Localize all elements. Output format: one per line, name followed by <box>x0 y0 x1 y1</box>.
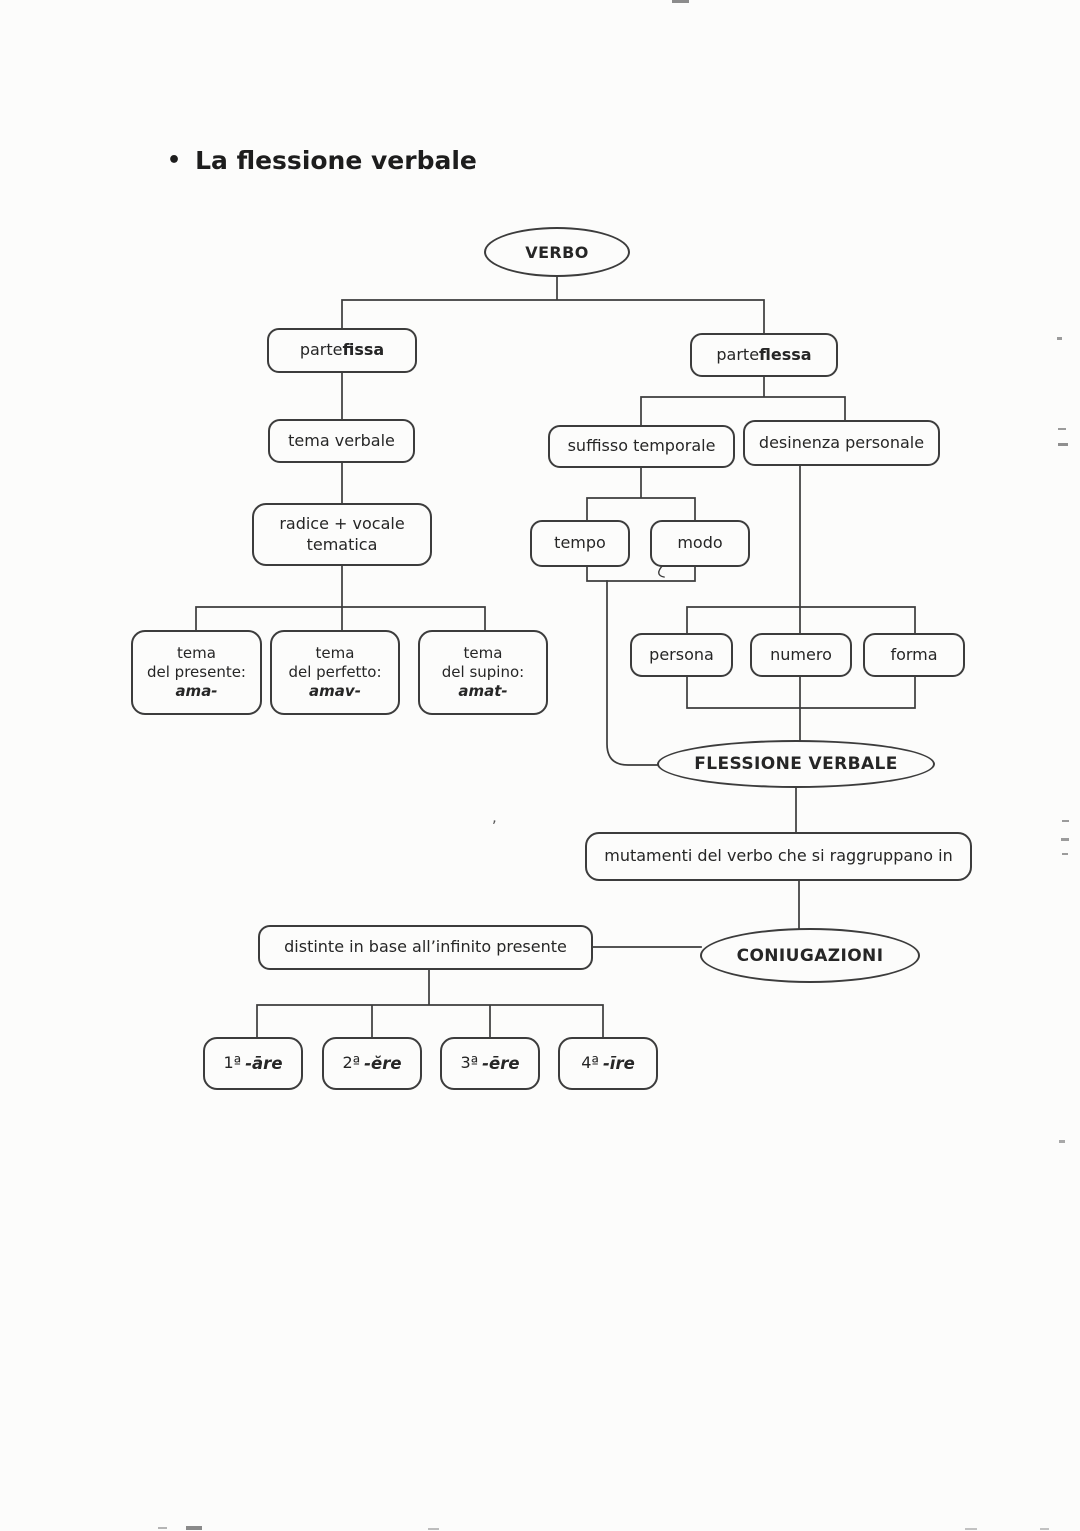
node-flessione-verbale: FLESSIONE VERBALE <box>657 740 935 788</box>
parte-fissa-bold: fissa <box>342 340 385 360</box>
node-tema-del-supino: tema del supino: amat- <box>418 630 548 715</box>
node-radice-vocale-tematica: radice + vocale tematica <box>252 503 432 566</box>
scan-speck <box>1062 853 1068 855</box>
forma-label: forma <box>890 644 938 664</box>
coniugazione-1-ending: -āre <box>245 1053 283 1073</box>
scan-edge-dash <box>186 1526 202 1530</box>
tema-presente-line2: del presente: <box>147 662 246 681</box>
numero-label: numero <box>770 644 832 664</box>
node-forma: forma <box>863 633 965 677</box>
coniugazione-2-ordinal: 2ª <box>342 1053 361 1073</box>
node-numero: numero <box>750 633 852 677</box>
scan-speck <box>1058 428 1066 430</box>
scan-speck <box>1057 337 1062 340</box>
tema-supino-stem: amat- <box>458 682 508 701</box>
mutamenti-label: mutamenti del verbo che si raggruppano i… <box>604 846 953 866</box>
persona-label: persona <box>649 644 714 664</box>
desinenza-to-persona-bracket <box>686 465 916 742</box>
tema-perfetto-line1: tema <box>315 643 355 662</box>
scan-edge-dash <box>158 1527 167 1529</box>
coniugazione-3-ending: -ēre <box>482 1053 520 1073</box>
verbo-split-line <box>341 276 765 336</box>
node-coniugazione-4: 4ª -īre <box>558 1037 658 1090</box>
flessione-verbale-label: FLESSIONE VERBALE <box>694 754 898 774</box>
node-tema-del-perfetto: tema del perfetto: amav- <box>270 630 400 715</box>
suffisso-temporale-label: suffisso temporale <box>567 436 716 456</box>
coniugazione-3-ordinal: 3ª <box>460 1053 479 1073</box>
tema-supino-line1: tema <box>463 643 503 662</box>
tema-perfetto-stem: amav- <box>309 682 361 701</box>
coniugazione-1-ordinal: 1ª <box>223 1053 242 1073</box>
node-tema-verbale: tema verbale <box>268 419 415 463</box>
parte-flessa-bold: flessa <box>759 344 812 364</box>
node-verbo-label: VERBO <box>525 242 589 262</box>
modo-label: modo <box>677 533 723 553</box>
scan-edge-dash <box>428 1528 439 1530</box>
node-persona: persona <box>630 633 733 677</box>
node-modo: modo <box>650 520 750 567</box>
node-coniugazione-3: 3ª -ēre <box>440 1037 540 1090</box>
node-distinte: distinte in base all’infinito presente <box>258 925 593 970</box>
radice-line1: radice + vocale <box>279 514 405 534</box>
radice-split-line <box>195 564 486 633</box>
parte-flessa-split-line <box>640 376 846 428</box>
scan-edge-dash <box>1040 1528 1049 1530</box>
tema-supino-line2: del supino: <box>441 662 525 681</box>
node-parte-flessa: parte flessa <box>690 333 838 377</box>
stray-comma-mark: , <box>492 808 497 826</box>
node-mutamenti: mutamenti del verbo che si raggruppano i… <box>585 832 972 881</box>
page-title: • La flessione verbale <box>167 146 477 175</box>
radice-line2: tematica <box>306 534 378 554</box>
tempo-label: tempo <box>554 533 606 553</box>
node-desinenza-personale: desinenza personale <box>743 420 940 466</box>
node-coniugazione-1: 1ª -āre <box>203 1037 303 1090</box>
coniugazione-4-ending: -īre <box>602 1053 635 1073</box>
node-verbo: VERBO <box>484 227 630 277</box>
node-suffisso-temporale: suffisso temporale <box>548 425 735 468</box>
bullet-icon: • <box>167 147 182 173</box>
node-tema-del-presente: tema del presente: ama- <box>131 630 262 715</box>
scan-speck <box>1061 838 1069 841</box>
node-coniugazioni: CONIUGAZIONI <box>700 928 920 983</box>
tema-verbale-label: tema verbale <box>288 430 395 450</box>
tema-presente-line1: tema <box>177 643 216 662</box>
coniugazione-2-ending: -ĕre <box>364 1053 402 1073</box>
tempo-modo-to-flessione-curve <box>606 580 658 766</box>
coniugazione-4-ordinal: 4ª <box>581 1053 599 1073</box>
distinte-label: distinte in base all’infinito presente <box>284 937 567 957</box>
tema-perfetto-line2: del perfetto: <box>288 662 382 681</box>
scan-smudge-top <box>672 0 689 3</box>
desinenza-personale-label: desinenza personale <box>758 432 925 452</box>
tema-presente-stem: ama- <box>175 682 218 701</box>
scan-edge-dash <box>965 1528 977 1530</box>
scan-speck <box>1059 1140 1065 1143</box>
scan-speck <box>1058 443 1068 446</box>
parte-fissa-prefix: parte <box>299 340 343 360</box>
scan-speck <box>1062 820 1069 822</box>
parte-flessa-prefix: parte <box>716 344 760 364</box>
page-title-text: La flessione verbale <box>195 146 477 175</box>
node-parte-fissa: parte fissa <box>267 328 417 373</box>
distinte-split-line <box>256 969 604 1039</box>
node-coniugazione-2: 2ª -ĕre <box>322 1037 422 1090</box>
node-tempo: tempo <box>530 520 630 567</box>
coniugazioni-label: CONIUGAZIONI <box>736 945 884 966</box>
